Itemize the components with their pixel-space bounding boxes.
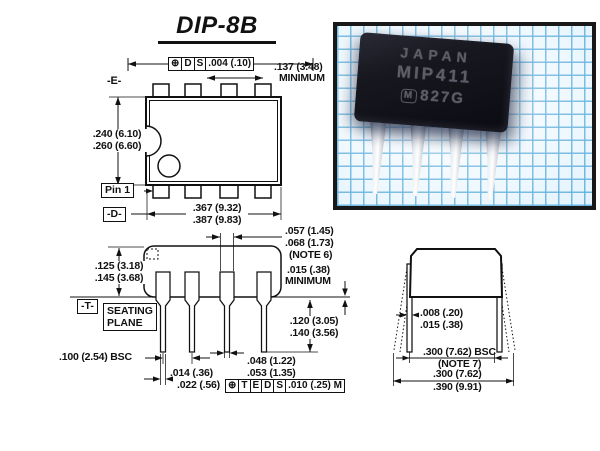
body-length-dim: .367 (9.32) .387 (9.83) [186,202,248,226]
datum-t: -T- [77,299,98,314]
lead-mid-width-dim-2: .053 (1.35) [247,367,296,379]
top-view-drawing [109,58,314,220]
lead-thickness-dim-1: .008 (.20) [420,307,463,319]
chip-lead-photo [480,128,503,201]
standoff-dim: .015 (.38) [287,264,330,276]
lead-tip-width-dim-1: .014 (.36) [170,367,213,379]
standoff-word: MINIMUM [285,275,331,287]
chip-lead-photo [443,126,466,199]
lead-tip-width-dim-2: .022 (.56) [177,379,220,391]
min-gap-word: MINIMUM [279,72,325,84]
lead-length-dim: .120 (3.05) .140 (3.56) [283,315,345,339]
lead-pitch-dim: .100 (2.54) BSC [59,351,132,363]
gdt-position-icon: ⊕ [169,58,183,70]
chip-date-code: 827G [419,86,466,108]
page-title: DIP-8B [158,12,276,44]
shoulder-width-note: (NOTE 6) [289,249,333,261]
min-gap-value: .137 (3.48) [274,61,323,73]
chip-lead-photo [365,122,388,195]
overall-span-dim-2: .390 (9.91) [433,381,482,393]
body-width-dim: .240 (6.10) .260 (6.60) [85,128,149,152]
shoulder-width-dim-2: .068 (1.73) [285,237,334,249]
datum-d: -D- [103,207,126,222]
end-view-drawing [393,248,516,386]
lead-mid-width-dim-1: .048 (1.22) [247,355,296,367]
pin1-label: Pin 1 [101,183,135,198]
shoulder-width-dim-1: .057 (1.45) [285,225,334,237]
datum-e: -E- [107,75,122,87]
seating-plane-label: SEATING PLANE [103,303,157,331]
front-view-drawing [70,233,350,385]
body-height-dim: .125 (3.18) .145 (3.68) [87,260,151,284]
overall-span-dim-1: .300 (7.62) [433,368,482,380]
chip-lead-photo [405,124,428,197]
lead-thickness-dim-2: .015 (.38) [420,319,463,331]
gdt-position-icon: ⊕ [226,380,240,392]
row-spacing-dim: .300 (7.62) BSC [423,346,496,358]
manufacturer-logo-icon: M [400,88,418,104]
row-spacing-note: (NOTE 7) [438,358,482,370]
